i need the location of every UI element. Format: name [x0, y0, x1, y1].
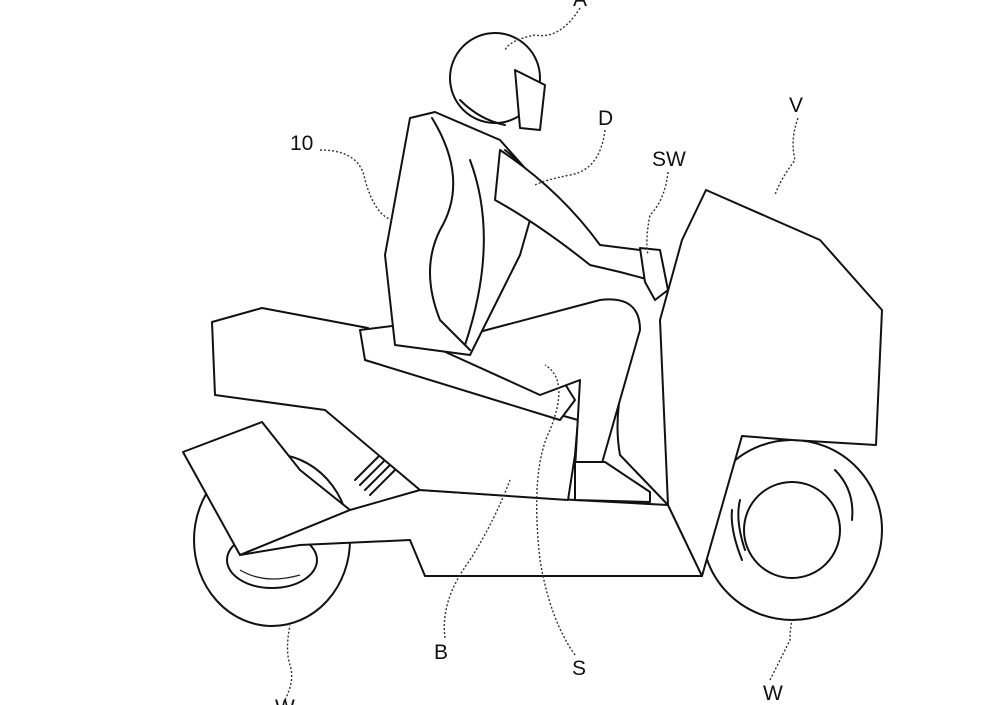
handlebar-switch [639, 247, 669, 301]
label-airbag: D [598, 107, 613, 130]
rider-arm [494, 149, 655, 281]
label-vehicle: V [789, 94, 803, 117]
helmet [449, 32, 546, 131]
airbag-vest [384, 111, 541, 356]
rear-cover [182, 421, 351, 556]
label-rear-wheel: W [275, 696, 295, 705]
label-rider: A [573, 0, 587, 11]
label-switch: SW [652, 148, 686, 171]
label-front-wheel: W [763, 682, 783, 705]
label-seat: S [572, 657, 586, 680]
label-device: 10 [290, 132, 313, 155]
rider-legs [429, 298, 651, 503]
rear-shock-icon [354, 454, 396, 496]
label-body: B [434, 641, 448, 664]
front-wheel [701, 439, 883, 621]
front-body [659, 189, 883, 577]
leader-lines [284, 7, 799, 701]
